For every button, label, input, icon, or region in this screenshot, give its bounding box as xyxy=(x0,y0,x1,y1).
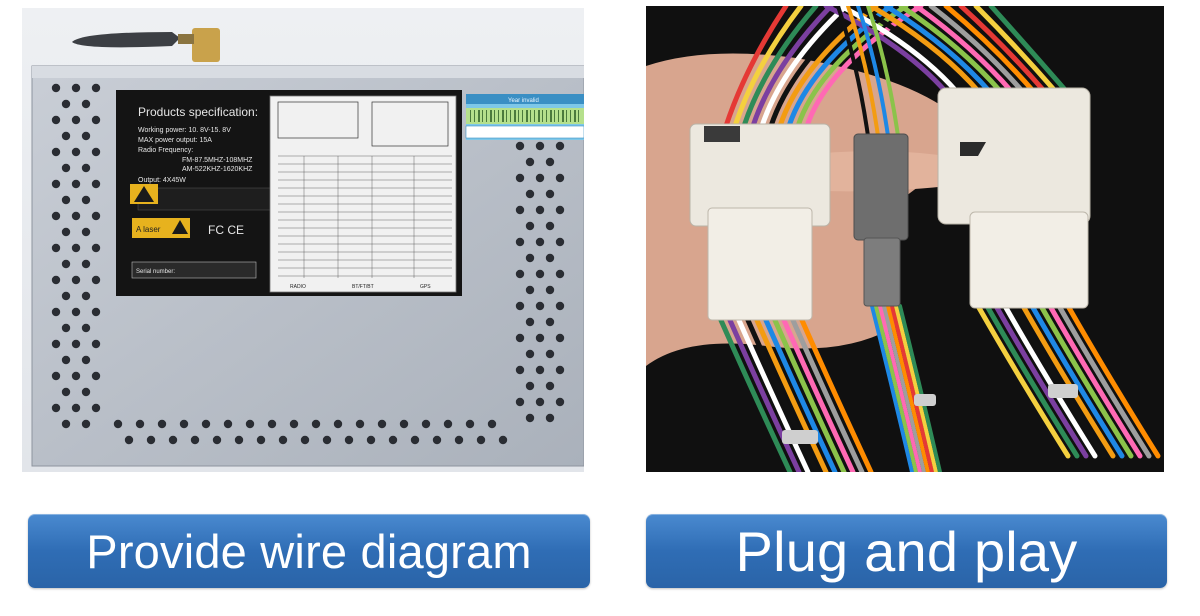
wiring-harness-illustration xyxy=(646,6,1164,472)
diagram-label-bt: BT/FT/BT xyxy=(352,284,374,290)
grey-connector xyxy=(853,133,909,307)
spec-line-4: FM-87.5MHZ-108MHZ xyxy=(182,157,253,164)
diagram-label-gps: GPS xyxy=(420,284,431,290)
left-product-photo: Products specification: Working power: 1… xyxy=(22,8,584,472)
spec-line-3: Radio Frequency: xyxy=(138,147,193,154)
vent-holes xyxy=(51,83,565,445)
right-connector-photo xyxy=(646,6,1164,472)
wiring-diagram-label: RADIO BT/FT/BT GPS xyxy=(269,95,457,293)
sticker-text: Year invalid xyxy=(508,98,539,104)
laser-warning-icon: A laser xyxy=(132,218,190,238)
spec-line-1: Working power: 10. 8V-15. 8V xyxy=(138,127,231,134)
caption-provide-wire-diagram: Provide wire diagram xyxy=(28,514,590,588)
caption-left-text: Provide wire diagram xyxy=(86,524,532,578)
antenna-icon xyxy=(72,28,220,62)
diagram-label-radio: RADIO xyxy=(290,284,306,290)
cert-marks: FC CE xyxy=(208,223,244,237)
wire-bundle xyxy=(717,6,1161,472)
serial-sticker: Year invalid xyxy=(465,94,584,140)
spec-line-5: AM-522KHZ-1620KHZ xyxy=(182,166,253,173)
caption-plug-and-play: Plug and play xyxy=(646,514,1167,588)
warning-triangle-icon xyxy=(130,184,158,204)
cable-ties xyxy=(782,384,1078,444)
spec-line-6: Output: 4X45W xyxy=(138,177,186,184)
head-unit-illustration: Products specification: Working power: 1… xyxy=(22,8,584,472)
spec-line-2: MAX power output: 15A xyxy=(138,137,212,144)
caption-right-text: Plug and play xyxy=(735,519,1078,583)
serial-label: Serial number: xyxy=(136,269,175,275)
laser-label: A laser xyxy=(136,225,161,234)
spec-title: Products specification: xyxy=(138,105,258,119)
white-connector-right xyxy=(937,87,1091,309)
white-connector-left xyxy=(689,123,831,321)
